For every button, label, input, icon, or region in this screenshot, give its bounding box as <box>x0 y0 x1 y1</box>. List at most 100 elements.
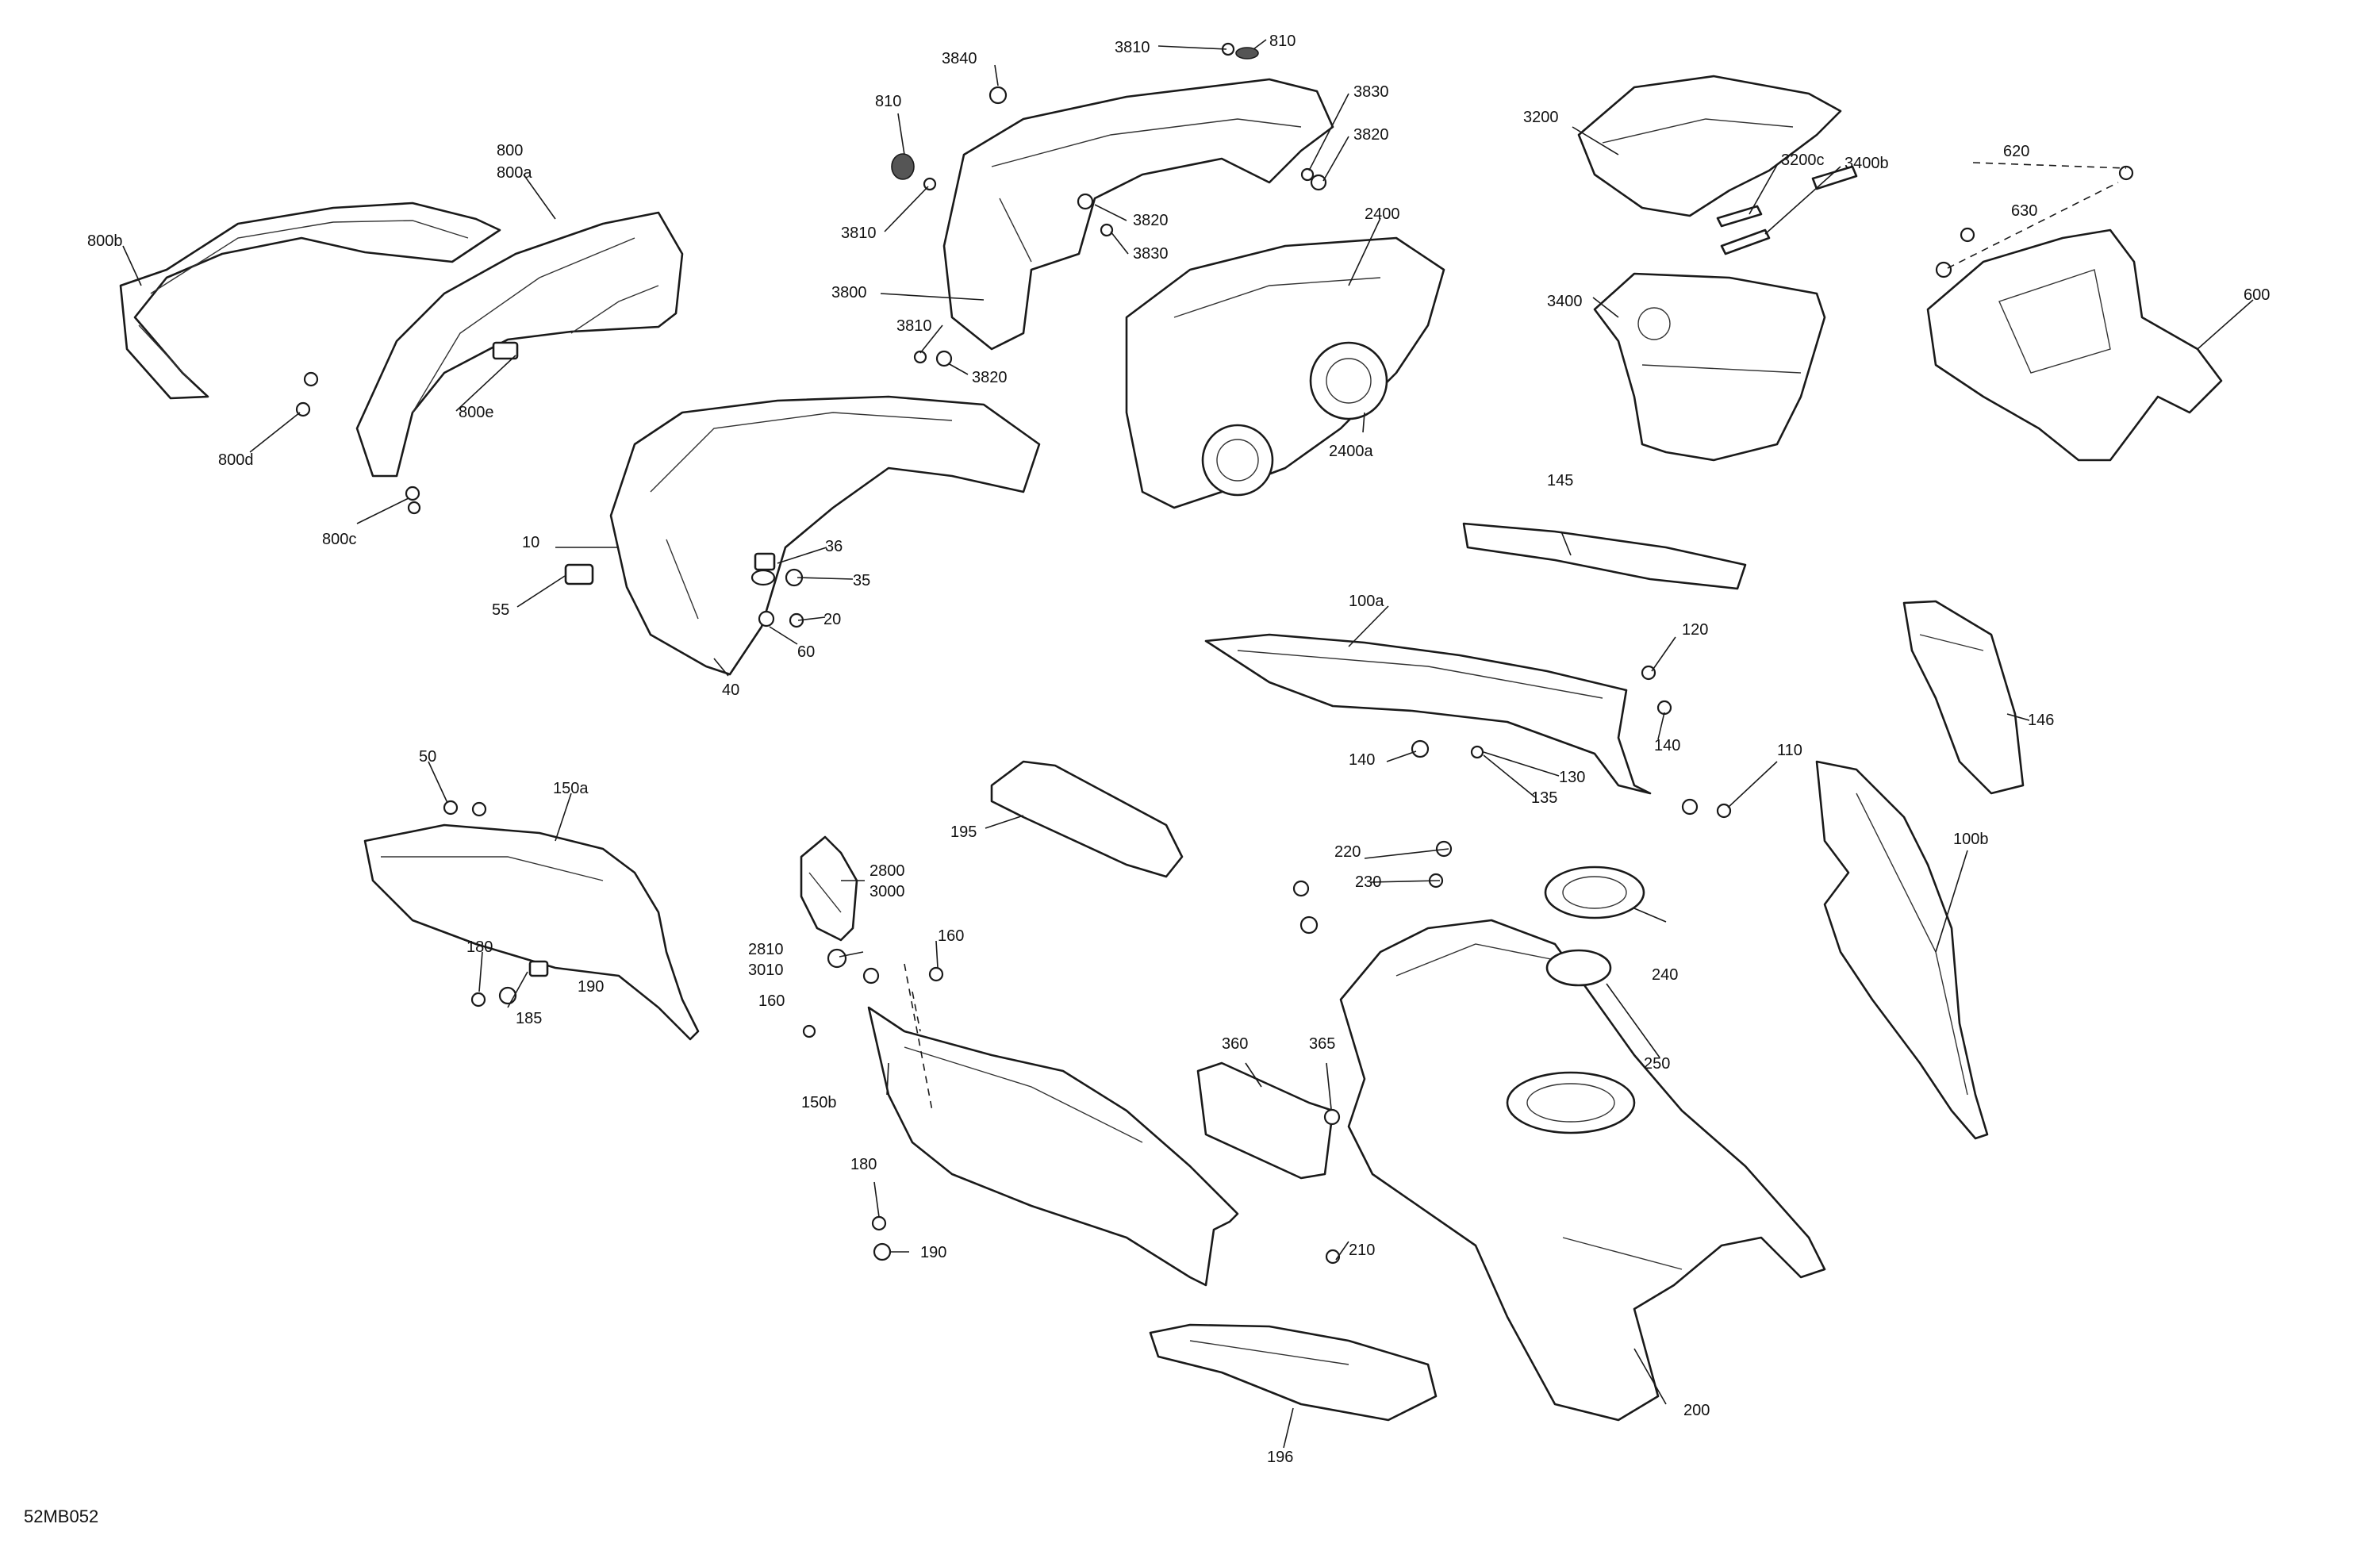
label-3840: 3840 <box>942 50 977 67</box>
part-2400-headlight <box>1125 236 1445 509</box>
label-40: 40 <box>722 681 739 699</box>
label-180: 180 <box>466 938 493 956</box>
label-35: 35 <box>853 572 870 589</box>
label-190: 190 <box>920 1244 946 1261</box>
label-3200: 3200 <box>1523 109 1559 126</box>
part-3400-bin <box>1593 272 1826 462</box>
label-140: 140 <box>1654 737 1680 754</box>
label-810: 810 <box>875 93 901 110</box>
label-810: 810 <box>1269 33 1296 50</box>
label-3830: 3830 <box>1133 245 1169 263</box>
part-150a-panel <box>363 823 700 1041</box>
label-150a: 150a <box>553 780 589 797</box>
label-600: 600 <box>2244 286 2270 304</box>
label-2800: 2800 <box>869 862 905 880</box>
label-800a: 800a <box>497 164 532 182</box>
label-3400: 3400 <box>1547 293 1583 310</box>
label-360: 360 <box>1222 1035 1248 1053</box>
label-50: 50 <box>419 748 436 766</box>
label-365: 365 <box>1309 1035 1335 1053</box>
part-10-front-fascia <box>609 395 1041 676</box>
diagram-code: 52MB052 <box>24 1507 98 1526</box>
label-2400a: 2400a <box>1329 443 1373 460</box>
part-146-piece <box>1902 600 2025 795</box>
part-100b-panel <box>1815 760 1989 1140</box>
part-800e-block <box>492 341 519 360</box>
label-3800: 3800 <box>831 284 867 301</box>
part-800b-trim <box>119 202 501 400</box>
label-200: 200 <box>1683 1402 1710 1419</box>
label-196: 196 <box>1267 1449 1293 1466</box>
part-250-oring <box>1545 949 1612 987</box>
label-220: 220 <box>1334 843 1361 861</box>
part-240-ring <box>1544 866 1645 919</box>
part-145-bar <box>1462 522 1747 590</box>
label-140: 140 <box>1349 751 1375 769</box>
label-2400: 2400 <box>1365 205 1400 223</box>
label-150b: 150b <box>801 1094 837 1111</box>
label-3810: 3810 <box>1115 39 1150 56</box>
label-3820: 3820 <box>972 369 1008 386</box>
label-3400b: 3400b <box>1844 155 1889 172</box>
label-160: 160 <box>938 927 964 945</box>
part-3200-lid <box>1577 75 1842 217</box>
part-195-bar <box>990 760 1184 878</box>
label-3820: 3820 <box>1353 126 1389 144</box>
part-185-nut <box>528 960 549 977</box>
label-3810: 3810 <box>841 225 877 242</box>
leader-lines <box>122 39 2254 1449</box>
label-240: 240 <box>1652 966 1678 984</box>
label-800b: 800b <box>87 232 123 250</box>
label-800: 800 <box>497 142 523 159</box>
label-130: 130 <box>1559 769 1585 786</box>
label-3010: 3010 <box>748 961 784 979</box>
label-110: 110 <box>1777 742 1802 759</box>
part-3400b-strip-a <box>1720 228 1771 255</box>
label-190: 190 <box>578 978 604 996</box>
label-210: 210 <box>1349 1242 1375 1259</box>
label-100a: 100a <box>1349 593 1384 610</box>
part-3200c-strip <box>1716 205 1763 228</box>
label-180: 180 <box>850 1156 877 1173</box>
label-20: 20 <box>823 611 841 628</box>
label-230: 230 <box>1355 873 1381 891</box>
label-135: 135 <box>1531 789 1557 807</box>
label-620: 620 <box>2003 143 2029 160</box>
label-55: 55 <box>492 601 509 619</box>
label-145: 145 <box>1547 472 1573 489</box>
part-36-nut <box>754 552 776 571</box>
part-360-plate <box>1196 1061 1334 1180</box>
label-3830: 3830 <box>1353 83 1389 101</box>
label-195: 195 <box>950 823 977 841</box>
part-100a-panel <box>1204 633 1652 795</box>
label-10: 10 <box>522 534 539 551</box>
part-3800-bracket <box>942 78 1334 351</box>
part-196-bar <box>1149 1323 1438 1422</box>
label-100b: 100b <box>1953 831 1989 848</box>
label-3000: 3000 <box>869 883 905 900</box>
label-800d: 800d <box>218 451 254 469</box>
label-2810: 2810 <box>748 941 784 958</box>
label-3820: 3820 <box>1133 212 1169 229</box>
label-630: 630 <box>2011 202 2037 220</box>
part-2800-footrest <box>800 835 858 942</box>
label-120: 120 <box>1682 621 1708 639</box>
label-250: 250 <box>1644 1055 1670 1073</box>
label-3810: 3810 <box>896 317 932 335</box>
label-3200c: 3200c <box>1781 152 1825 169</box>
part-600-housing <box>1926 228 2223 462</box>
label-185: 185 <box>516 1010 542 1027</box>
label-800c: 800c <box>322 531 356 548</box>
part-800a-fairing <box>355 211 684 478</box>
label-60: 60 <box>797 643 815 661</box>
callout-labels: 3810 810 3840 810 3830 3820 3810 3820 38… <box>24 33 2270 1526</box>
label-36: 36 <box>825 538 843 555</box>
part-3400b-strip-b <box>1811 165 1858 190</box>
part-55-clip <box>564 563 594 585</box>
fasteners <box>295 42 2134 1265</box>
part-150b-panel <box>867 1006 1239 1287</box>
label-160: 160 <box>758 992 785 1010</box>
label-146: 146 <box>2028 712 2054 729</box>
part-200-body <box>1339 919 1826 1422</box>
